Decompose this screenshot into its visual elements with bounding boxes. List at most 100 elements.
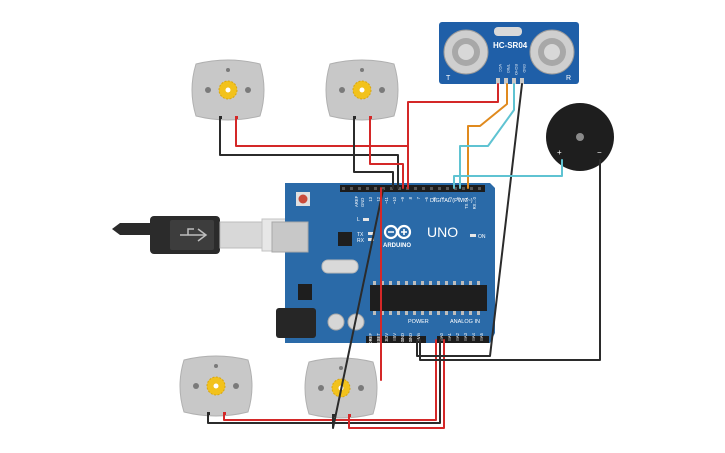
sensor-model-label: HC-SR04 xyxy=(493,41,528,50)
dc-power-jack xyxy=(276,308,316,338)
pin-label: ~6 xyxy=(424,196,429,201)
header-hole[interactable] xyxy=(377,338,380,341)
header-hole[interactable] xyxy=(422,187,425,190)
chip-pin xyxy=(461,311,464,315)
chip-pin xyxy=(445,311,448,315)
header-hole[interactable] xyxy=(478,187,481,190)
pin-label: ~10 xyxy=(392,196,397,204)
sensor-pin[interactable] xyxy=(504,78,508,84)
header-hole[interactable] xyxy=(448,338,451,341)
digital-section-label: DIGITAL (PWM~) xyxy=(430,198,473,204)
motor-screw xyxy=(339,366,343,370)
chip-pin xyxy=(413,281,416,285)
header-hole[interactable] xyxy=(472,338,475,341)
pin-label: A5 xyxy=(479,332,484,338)
sensor-pin-pads xyxy=(496,78,524,84)
sensor-pin-label: GND xyxy=(522,64,526,73)
header-hole[interactable] xyxy=(480,338,483,341)
header-hole[interactable] xyxy=(401,338,404,341)
wire-buzzer-plus xyxy=(453,159,563,189)
usb-chip xyxy=(338,232,352,246)
header-hole[interactable] xyxy=(358,187,361,190)
chip-pin xyxy=(429,311,432,315)
pin-label: A2 xyxy=(455,332,460,338)
motor-shaft xyxy=(225,87,231,93)
pin-label: IOREF xyxy=(368,333,373,346)
header-hole[interactable] xyxy=(385,338,388,341)
header-hole[interactable] xyxy=(464,338,467,341)
chip-pin xyxy=(373,311,376,315)
header-hole[interactable] xyxy=(342,187,345,190)
motor-screw xyxy=(226,68,230,72)
chip-pin xyxy=(389,281,392,285)
motor-screw xyxy=(360,68,364,72)
header-hole[interactable] xyxy=(374,187,377,190)
motor-screw xyxy=(233,383,239,389)
arduino-logo-icon xyxy=(383,224,412,240)
atmega-chip xyxy=(370,285,487,311)
sensor-pin[interactable] xyxy=(520,78,524,84)
wire-motor1-red xyxy=(235,117,409,189)
chip-pin xyxy=(477,311,480,315)
on-led xyxy=(470,234,476,237)
header-hole[interactable] xyxy=(393,338,396,341)
motor-screw xyxy=(379,87,385,93)
pin-label: A4 xyxy=(471,332,476,338)
header-hole[interactable] xyxy=(462,187,465,190)
pin-label: ~5 xyxy=(432,196,437,201)
pin-label: A0 xyxy=(439,332,444,338)
motor-screw xyxy=(358,385,364,391)
header-hole[interactable] xyxy=(417,338,420,341)
capacitor-1 xyxy=(327,313,345,331)
chip-pin xyxy=(429,281,432,285)
l-led-label: L xyxy=(357,217,360,223)
sensor-crystal xyxy=(494,27,522,36)
usb-cable-tail xyxy=(112,223,150,235)
sensor-pin[interactable] xyxy=(496,78,500,84)
buzzer-minus-label: − xyxy=(597,148,602,157)
pin-label: 5V xyxy=(392,333,397,338)
chip-pin xyxy=(397,281,400,285)
receiver-mesh xyxy=(544,44,560,60)
sensor-corner-r: R xyxy=(566,75,571,82)
pin-label: GND xyxy=(400,333,405,342)
header-hole[interactable] xyxy=(440,338,443,341)
reset-button[interactable] xyxy=(298,194,308,204)
buzzer-plus-label: + xyxy=(557,148,562,157)
header-hole[interactable] xyxy=(470,187,473,190)
header-hole[interactable] xyxy=(366,187,369,190)
header-hole[interactable] xyxy=(390,187,393,190)
rx-led xyxy=(368,238,374,241)
pin-label: 12 xyxy=(376,196,381,201)
header-hole[interactable] xyxy=(382,187,385,190)
usb-b-port xyxy=(271,221,309,253)
header-hole[interactable] xyxy=(438,187,441,190)
header-hole[interactable] xyxy=(350,187,353,190)
wire-sensor-vcc xyxy=(407,83,499,189)
header-hole[interactable] xyxy=(414,187,417,190)
pin-label: ~9 xyxy=(400,196,405,201)
motor-screw xyxy=(339,87,345,93)
dc-motor-2 xyxy=(325,59,399,121)
header-hole[interactable] xyxy=(369,338,372,341)
chip-pin xyxy=(461,281,464,285)
header-hole[interactable] xyxy=(454,187,457,190)
pin-label: Vin xyxy=(416,332,421,339)
sensor-pin[interactable] xyxy=(512,78,516,84)
header-hole[interactable] xyxy=(409,338,412,341)
header-hole[interactable] xyxy=(398,187,401,190)
pin-label: 13 xyxy=(368,196,373,201)
header-hole[interactable] xyxy=(456,338,459,341)
header-hole[interactable] xyxy=(430,187,433,190)
digital-header xyxy=(340,185,485,192)
chip-pin xyxy=(373,281,376,285)
header-hole[interactable] xyxy=(446,187,449,190)
sensor-corner-t: T xyxy=(446,75,451,82)
sensor-pin-label: TRIG xyxy=(506,64,510,73)
pin-label: GND xyxy=(408,333,413,342)
motor-screw xyxy=(193,383,199,389)
motor-screw xyxy=(245,87,251,93)
